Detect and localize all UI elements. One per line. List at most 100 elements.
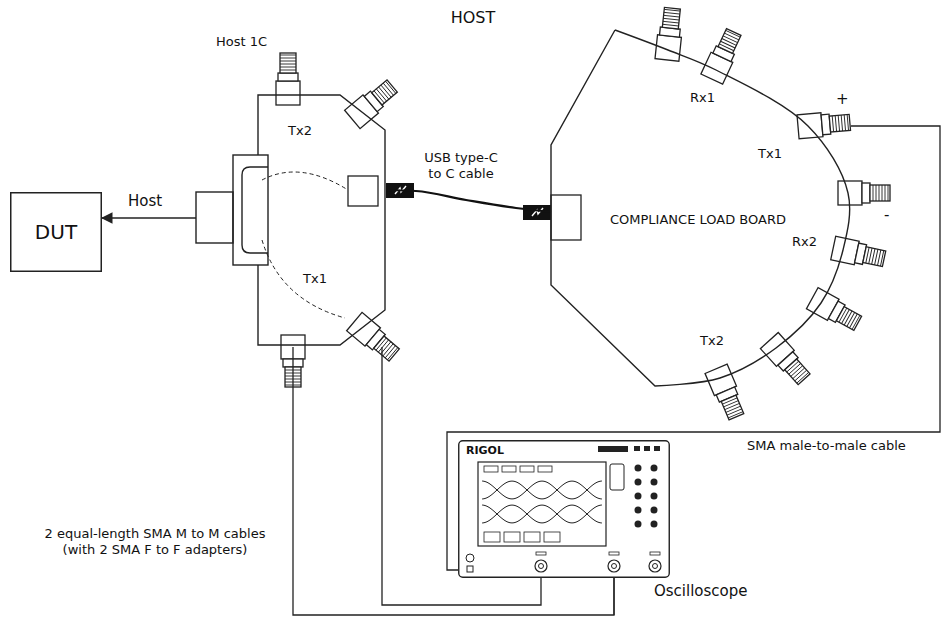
board-name: COMPLIANCE LOAD BOARD xyxy=(610,212,786,228)
thread-line xyxy=(842,310,850,324)
connector-thread xyxy=(662,7,680,29)
connector-thread xyxy=(374,336,400,361)
connector-body xyxy=(655,35,681,61)
text-slot: DUT xyxy=(35,220,77,244)
port-label: Rx1 xyxy=(690,90,715,106)
text-slot: Oscilloscope xyxy=(654,582,748,600)
channel-pin xyxy=(612,564,617,569)
thread-line xyxy=(724,33,739,40)
thread-line xyxy=(835,116,836,132)
thread-line xyxy=(866,247,869,263)
thread-line xyxy=(838,115,839,131)
port-label: - xyxy=(884,206,889,224)
thread-line xyxy=(721,41,736,48)
thread-line xyxy=(844,115,845,131)
control-knob xyxy=(635,479,642,486)
thread-line xyxy=(663,21,679,23)
text-slot: HOST xyxy=(451,8,496,27)
control-knob xyxy=(651,521,658,528)
thread-line xyxy=(880,250,883,266)
port-label: + xyxy=(836,90,849,108)
thread-line xyxy=(664,9,680,11)
menu-key xyxy=(524,532,540,542)
thread-line xyxy=(852,315,860,329)
thread-line xyxy=(387,348,397,360)
usb-receptacle xyxy=(348,176,378,206)
thread-line xyxy=(664,15,680,17)
text-slot: Host xyxy=(126,192,164,210)
connector-body xyxy=(276,81,300,105)
thread-line xyxy=(847,115,848,131)
text-slot: + xyxy=(836,90,849,108)
text-slot: USB type-C to C cable xyxy=(418,150,504,181)
text-slot: Host 1C xyxy=(216,34,267,50)
connector-thread xyxy=(829,114,850,132)
port-label: Tx1 xyxy=(758,146,782,162)
sma-connector xyxy=(705,364,747,421)
thread-line xyxy=(882,185,883,201)
thread-line xyxy=(725,403,740,409)
thread-line xyxy=(869,248,872,264)
plug-stub xyxy=(196,192,233,243)
sma-connector xyxy=(655,7,684,61)
thread-line xyxy=(664,12,680,14)
thread-line xyxy=(875,249,878,265)
text-slot: Rx1 xyxy=(690,90,715,106)
thread-line xyxy=(722,39,737,46)
status-key xyxy=(654,446,660,451)
text-slot: Tx2 xyxy=(700,333,724,349)
thread-line xyxy=(873,185,874,201)
thread-line xyxy=(385,81,395,93)
port-label: Rx2 xyxy=(792,234,817,250)
connector-thread xyxy=(280,53,296,73)
connector-thread xyxy=(718,29,741,54)
thread-line xyxy=(879,185,880,201)
thread-line xyxy=(280,64,296,65)
control-knob xyxy=(635,465,642,472)
thread-line xyxy=(841,115,842,131)
connector-thread xyxy=(372,80,398,105)
thread-line xyxy=(797,372,809,383)
status-key xyxy=(644,446,650,451)
connector-thread xyxy=(721,395,744,420)
thread-line xyxy=(832,116,833,132)
thread-line xyxy=(727,409,742,415)
text-slot: Tx2 xyxy=(288,123,312,139)
internal-trace xyxy=(262,240,345,318)
text-slot: - xyxy=(884,206,889,224)
thread-line xyxy=(280,70,296,71)
eye-trace xyxy=(482,481,602,499)
board-outline xyxy=(551,30,850,386)
thread-line xyxy=(719,44,734,51)
channel-mark xyxy=(650,552,660,555)
channel-input xyxy=(535,560,547,572)
cable-connector xyxy=(102,217,196,218)
thread-line xyxy=(726,406,741,412)
thread-line xyxy=(722,398,737,404)
port-label: Tx2 xyxy=(288,123,312,139)
text-slot: Rx2 xyxy=(792,234,817,250)
sma-connector xyxy=(701,27,745,84)
eye-trace xyxy=(482,505,602,523)
brand-name: RIGOL xyxy=(466,444,504,457)
usb-receptacle xyxy=(551,195,581,240)
eye-trace xyxy=(482,481,602,499)
soft-key xyxy=(520,466,534,472)
control-knob xyxy=(651,479,658,486)
connector-thread xyxy=(870,185,890,201)
cable-label: 2 equal-length SMA M to M cables (with 2… xyxy=(30,526,280,557)
plug-slot xyxy=(242,167,268,253)
connector-thread xyxy=(785,359,810,385)
channel-mark xyxy=(536,552,546,555)
plug-housing xyxy=(233,155,268,265)
internal-trace xyxy=(262,172,348,190)
cable-label: Host xyxy=(126,192,164,210)
channel-pin xyxy=(653,564,658,569)
text-slot: RIGOL xyxy=(466,444,504,457)
cable-connector xyxy=(447,126,940,570)
connector-thread xyxy=(836,307,861,331)
thread-line xyxy=(663,18,679,20)
thread-line xyxy=(280,61,296,62)
control-knob xyxy=(635,493,642,500)
control-knob xyxy=(651,465,658,472)
